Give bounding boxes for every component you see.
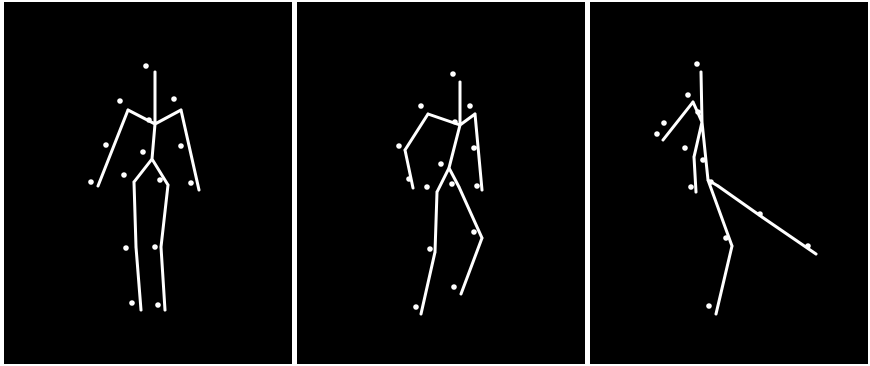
skeleton-leg-raised — [590, 2, 868, 364]
panel-standing — [4, 2, 292, 364]
skeleton-bones — [98, 72, 199, 310]
skeleton-joints — [88, 63, 194, 308]
skeleton-bones — [405, 82, 482, 314]
skeleton-bones — [663, 72, 816, 314]
panel-leg-raised — [590, 2, 868, 364]
skeleton-joints — [654, 61, 811, 309]
skeleton-walking — [297, 2, 585, 364]
skeleton-standing — [4, 2, 292, 364]
panel-walking — [297, 2, 585, 364]
